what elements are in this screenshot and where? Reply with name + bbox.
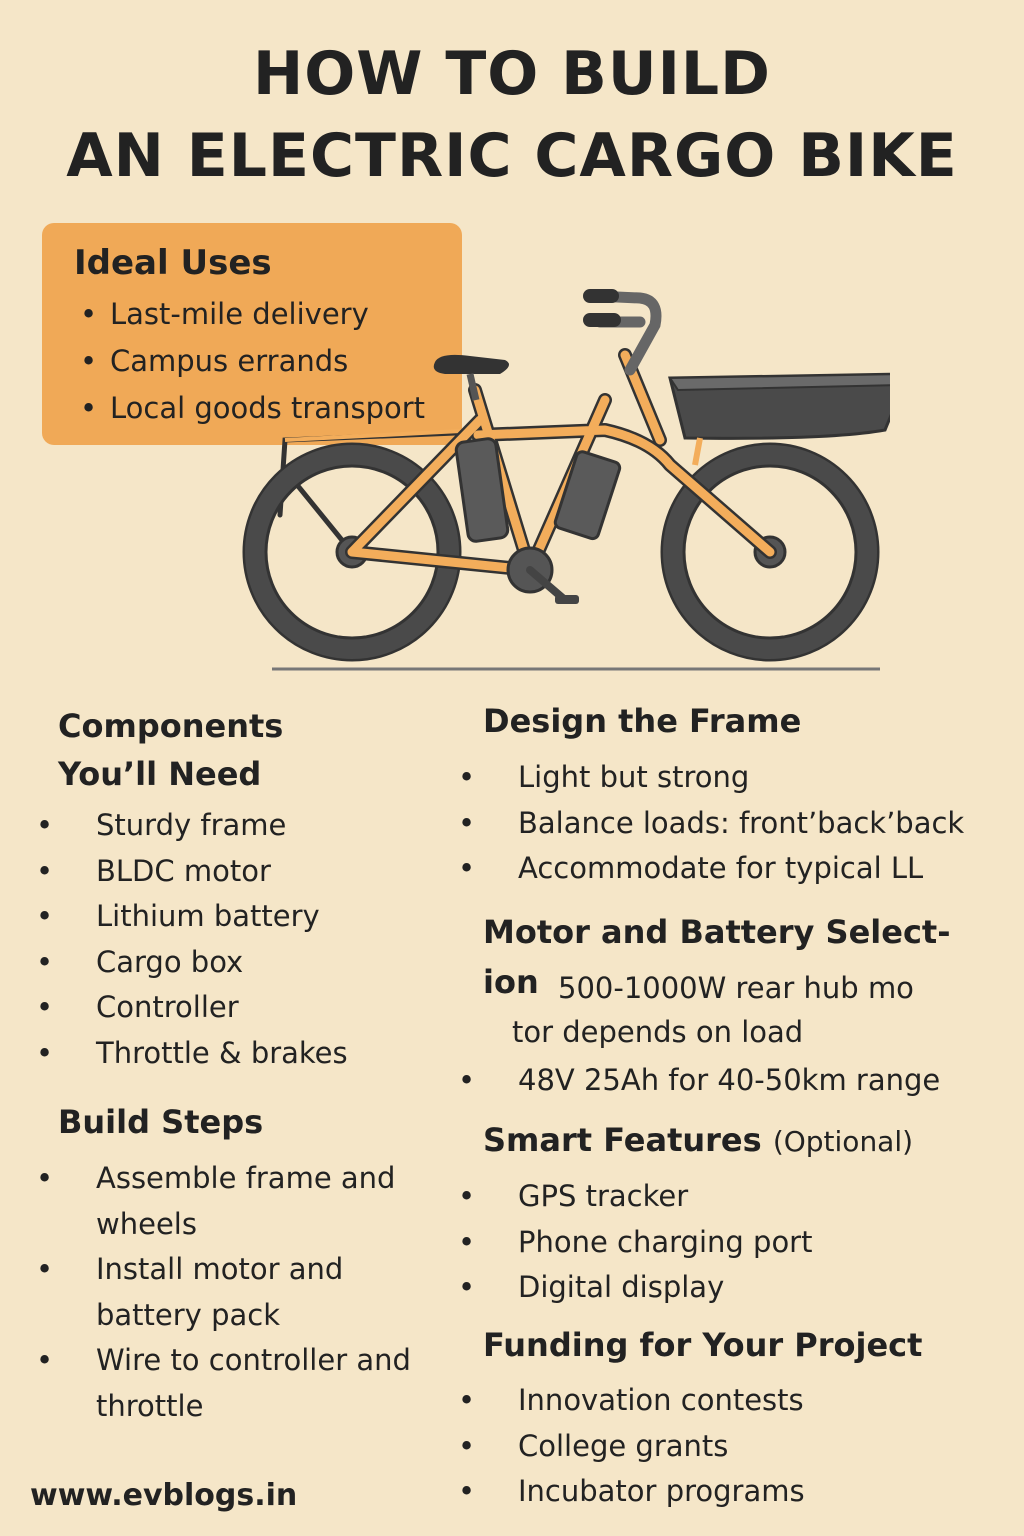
smart-features-heading: Smart Features (Optional) [483, 1121, 914, 1159]
list-item: Digital display [488, 1265, 1008, 1311]
list-item: Local goods transport [80, 385, 425, 432]
motor-battery-heading: Motor and Battery Select- [483, 913, 951, 951]
website-link[interactable]: www.evblogs.in [30, 1478, 298, 1513]
motor-spec-line-1: 500-1000W rear hub mo [558, 971, 914, 1005]
list-item: Cargo box [66, 940, 446, 986]
list-item: Incubator programs [488, 1469, 1008, 1515]
list-item: Sturdy frame [66, 803, 446, 849]
build-steps-heading: Build Steps [58, 1103, 264, 1141]
list-item: Throttle & brakes [66, 1031, 446, 1077]
list-item: Innovation contests [488, 1378, 1008, 1424]
design-frame-list: Light but strong Balance loads: front’ba… [488, 755, 1018, 892]
motor-spec-line-2: tor depends on load [512, 1015, 804, 1049]
list-item: Wire to controller and throttle [66, 1338, 426, 1429]
list-item: Last-mile delivery [80, 291, 425, 338]
title-line-2: AN ELECTRIC CARGO BIKE [66, 121, 958, 191]
list-item: Controller [66, 985, 446, 1031]
build-steps-list: Assemble frame and wheels Install motor … [66, 1156, 426, 1429]
list-item: Install motor and battery pack [66, 1247, 426, 1338]
motor-battery-list: 48V 25Ah for 40-50km range [488, 1058, 1008, 1104]
title-line-1: HOW TO BUILD [253, 39, 771, 109]
cargo-basket [668, 372, 890, 466]
motor-battery-heading-cont: ion [483, 963, 539, 1001]
design-frame-heading: Design the Frame [483, 702, 802, 740]
optional-label: (Optional) [772, 1125, 914, 1158]
list-item: Assemble frame and wheels [66, 1156, 426, 1247]
cargo-bike-illustration [242, 289, 890, 671]
list-item: GPS tracker [488, 1174, 1008, 1220]
list-item: Phone charging port [488, 1220, 1008, 1266]
smart-features-list: GPS tracker Phone charging port Digital … [488, 1174, 1008, 1311]
list-item: Accommodate for typical LL [488, 846, 1018, 892]
list-item: Balance loads: front’back’back [488, 801, 1018, 847]
list-item: College grants [488, 1424, 1008, 1470]
list-item: Light but strong [488, 755, 1018, 801]
components-list: Sturdy frame BLDC motor Lithium battery … [66, 803, 446, 1076]
list-item: Campus errands [80, 338, 425, 385]
battery-pack-lower [553, 450, 622, 541]
funding-list: Innovation contests College grants Incub… [488, 1378, 1008, 1515]
bike-seat [433, 354, 509, 374]
ideal-uses-box: Ideal Uses Last-mile delivery Campus err… [42, 223, 462, 445]
battery-pack [454, 437, 510, 543]
ideal-uses-heading: Ideal Uses [74, 243, 272, 283]
list-item: Lithium battery [66, 894, 446, 940]
crank-and-pedal [506, 546, 579, 604]
list-item: 48V 25Ah for 40-50km range [488, 1058, 1008, 1104]
list-item: BLDC motor [66, 849, 446, 895]
ideal-uses-list: Last-mile delivery Campus errands Local … [80, 291, 425, 432]
components-heading: Components You’ll Need [58, 707, 284, 793]
funding-heading: Funding for Your Project [483, 1326, 923, 1364]
